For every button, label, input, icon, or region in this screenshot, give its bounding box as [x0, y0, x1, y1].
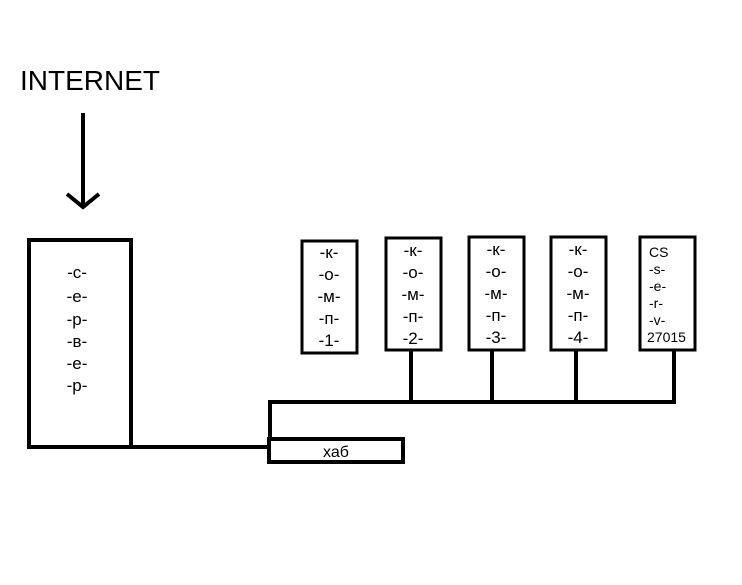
hub-node: хаб: [267, 437, 405, 464]
cs-server-label-line: -s-: [649, 261, 666, 277]
hub-label: хаб: [323, 444, 349, 461]
cs-server-node: CS -s- -e- -r- -v- 27015: [638, 235, 697, 352]
computer-label-line: -п-: [486, 306, 507, 325]
down-arrow-icon: [65, 113, 101, 210]
computer-label-line: -п-: [403, 307, 424, 326]
server-label-line: -е-: [67, 287, 88, 306]
server-label-line: -с-: [67, 263, 87, 282]
computer-label-line: -м-: [317, 287, 340, 306]
computer-label-line: -к-: [487, 240, 506, 259]
cs-server-label-line: -v-: [649, 312, 666, 328]
computer-label-line: -3-: [486, 328, 507, 347]
server-node: -с- -е- -р- -в- -е- -р-: [27, 238, 133, 449]
computer-1: -к- -о- -м- -п- -1-: [300, 239, 359, 355]
computer-label-line: -м-: [566, 284, 589, 303]
computer-label-line: -п-: [568, 306, 589, 325]
cs-server-label-line: CS: [649, 244, 668, 260]
server-label-line: -р-: [67, 310, 88, 329]
computer-label-line: -м-: [401, 285, 424, 304]
cs-server-label-line: -r-: [649, 295, 663, 311]
cs-server-label-line: 27015: [647, 329, 686, 345]
server-label-line: -в-: [67, 332, 87, 351]
computer-label-line: -2-: [403, 329, 424, 348]
internet-label: INTERNET: [20, 65, 160, 96]
computer-label-line: -о-: [486, 262, 507, 281]
cs-server-label-line: -e-: [649, 278, 666, 294]
server-label-line: -е-: [67, 354, 88, 373]
computer-4: -к- -о- -м- -п- -4-: [549, 235, 608, 352]
computer-label-line: -м-: [484, 284, 507, 303]
computer-label-line: -к-: [320, 243, 339, 262]
computer-label-line: -о-: [568, 262, 589, 281]
computer-label-line: -4-: [568, 328, 589, 347]
computer-label-line: -к-: [569, 240, 588, 259]
computer-2: -к- -о- -м- -п- -2-: [384, 236, 443, 352]
computer-label-line: -о-: [403, 263, 424, 282]
computer-label-line: -п-: [319, 309, 340, 328]
computer-3: -к- -о- -м- -п- -3-: [467, 235, 526, 352]
computer-label-line: -к-: [404, 241, 423, 260]
computer-label-line: -о-: [319, 265, 340, 284]
server-label-line: -р-: [67, 376, 88, 395]
computer-label-line: -1-: [319, 331, 340, 350]
